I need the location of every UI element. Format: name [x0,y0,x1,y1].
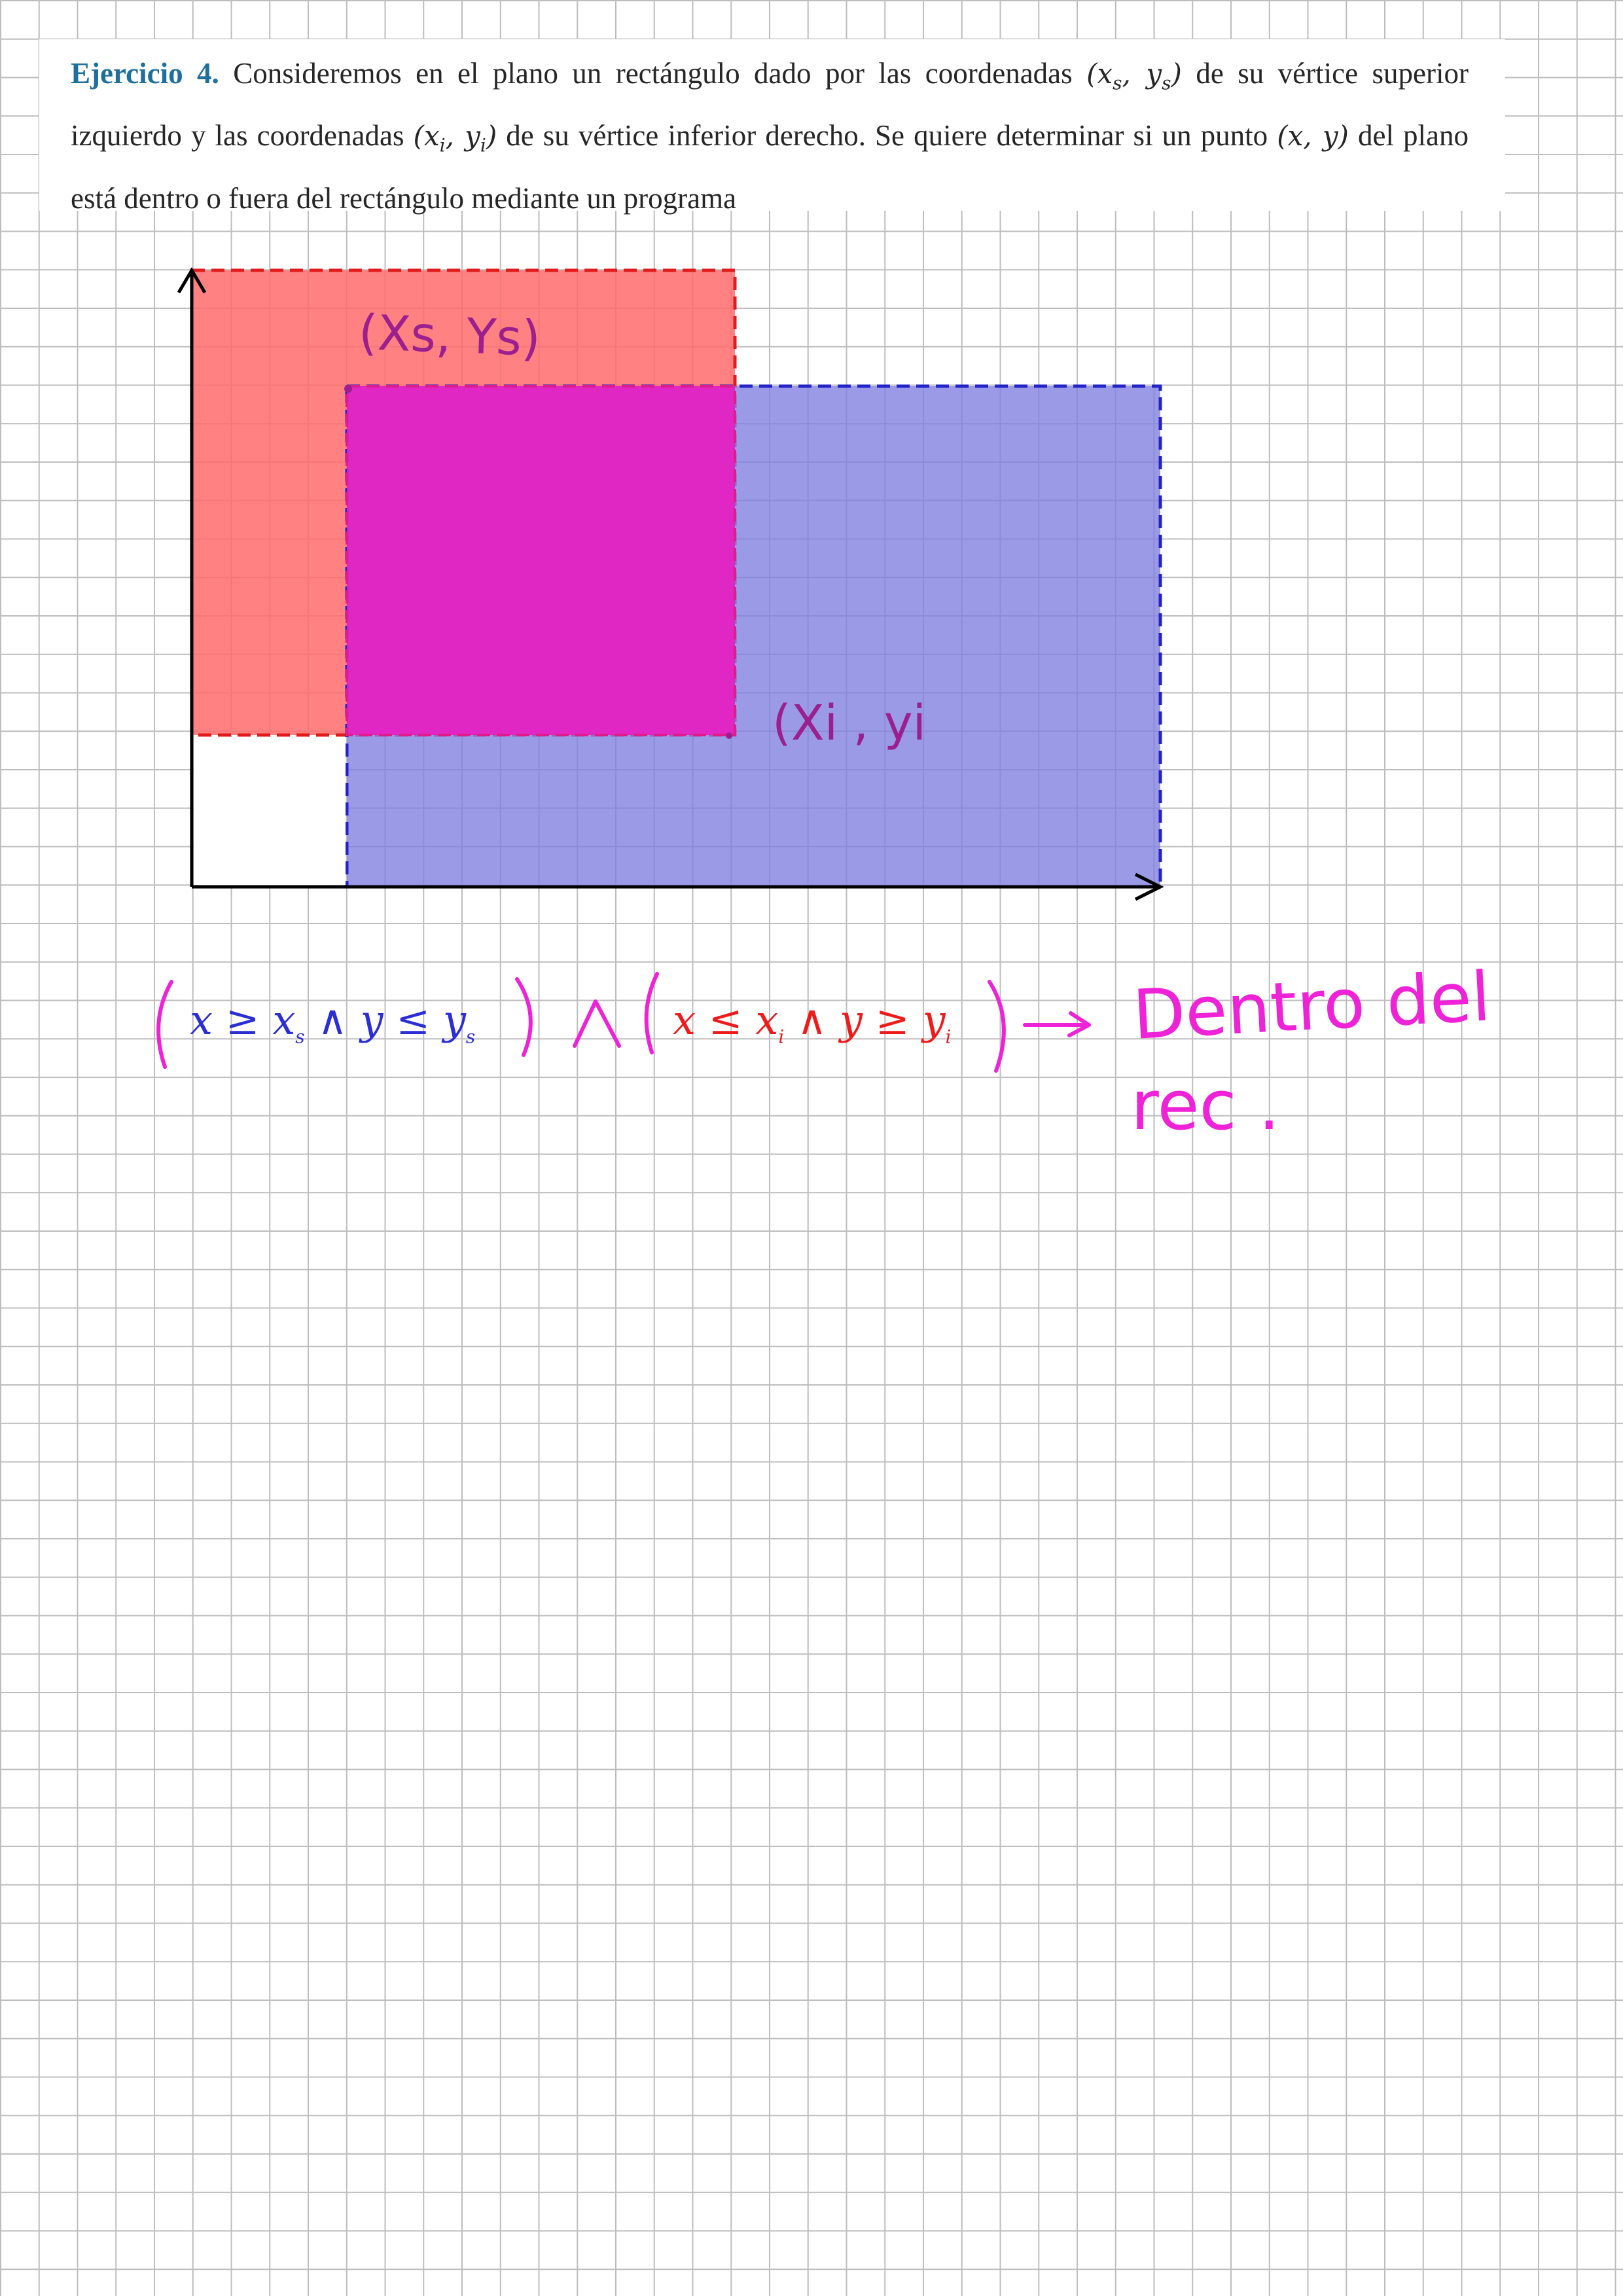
exercise-text-1: Consideremos en el plano un rectángulo d… [219,57,1087,90]
exercise-paragraph: Ejercicio 4. Consideremos en el plano un… [71,47,1469,224]
paren-left-blue [156,980,173,1069]
arrow-handwritten [1023,1011,1091,1037]
lower-corner-label: (Xi , yi [772,695,927,751]
x-axis-arrow [1134,872,1164,901]
point-coordinate: (x, y) [1277,120,1349,152]
and-symbol-handwritten [573,999,621,1048]
overlap-region [346,385,736,736]
blue-condition: x ≥ xs ∧ y ≤ ys [190,996,476,1048]
empty-region [194,737,346,885]
paren-right-red [988,980,1006,1073]
lower-corner-dot [726,732,732,739]
paren-left-red [644,972,659,1054]
red-condition: x ≤ xi ∧ y ≥ yi [673,996,952,1048]
lower-coordinate: (xi, yi) [413,120,497,156]
y-axis-arrow [177,267,207,294]
upper-corner-label: (Xs, Ys) [357,304,542,367]
exercise-text-4: del plano está dentro o fuera del rectán… [71,119,1469,215]
upper-coordinate: (xs, ys) [1086,58,1182,94]
upper-corner-dot [344,385,352,393]
paren-right-blue [515,977,533,1057]
exercise-title: Ejercicio 4. [71,57,219,90]
exercise-text-3: de su vértice inferior derecho. Se quier… [497,119,1277,152]
conclusion-line-2: rec . [1131,1066,1280,1145]
exercise-statement: Ejercicio 4. Consideremos en el plano un… [39,39,1505,215]
exercise-text-2: de su vértice superior izquierdo y las c… [71,57,1469,152]
